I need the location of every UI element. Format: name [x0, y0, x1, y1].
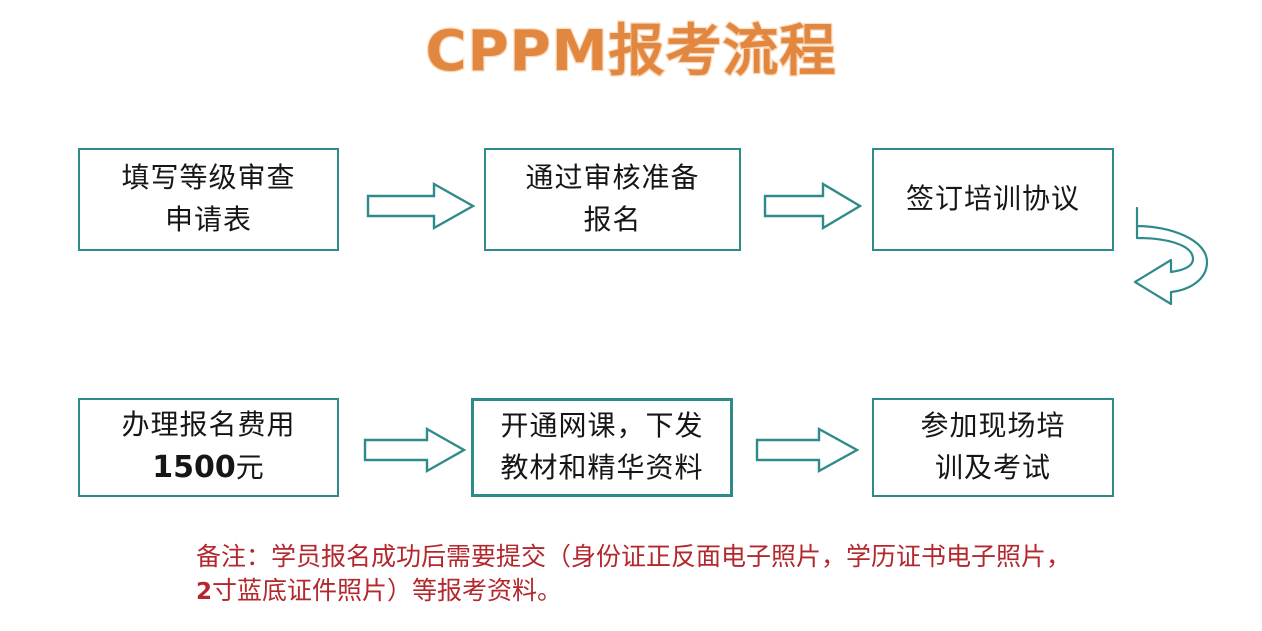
u-turn-arrow-icon: [1133, 206, 1209, 306]
process-box-pass-review-prepare-registration: 通过审核准备 报名: [484, 148, 741, 251]
footer-note-number: 2: [196, 579, 213, 605]
process-box-line: 开通网课，下发: [500, 410, 704, 442]
process-box-text: 签订培训协议: [900, 179, 1086, 221]
process-box-sign-training-agreement: 签订培训协议: [872, 148, 1114, 251]
fee-amount: 1500: [152, 450, 236, 485]
right-arrow-icon: [763, 181, 863, 231]
page-title: CPPM报考流程: [424, 19, 837, 84]
fee-unit: 元: [235, 453, 265, 484]
process-box-line: 办理报名费用: [121, 410, 296, 441]
right-arrow-icon: [366, 181, 476, 231]
process-box-text: 开通网课，下发 教材和精华资料: [494, 406, 709, 490]
right-arrow-icon: [755, 426, 860, 474]
footer-note: 备注：学员报名成功后需要提交（身份证正反面电子照片，学历证书电子照片， 2寸蓝底…: [196, 541, 1096, 609]
process-box-line: 参加现场培: [920, 410, 1066, 442]
process-box-line-amount: 1500元: [121, 447, 295, 490]
process-box-text: 办理报名费用 1500元: [115, 405, 301, 490]
process-box-text: 参加现场培 训及考试: [914, 406, 1071, 490]
footer-note-line-2: 2寸蓝底证件照片）等报考资料。: [196, 575, 1096, 609]
process-box-line: 训及考试: [934, 452, 1051, 484]
process-box-fill-application: 填写等级审查 申请表: [78, 148, 339, 251]
process-box-line: 填写等级审查: [121, 162, 296, 194]
process-box-line: 申请表: [164, 204, 252, 236]
process-box-attend-onsite-training-exam: 参加现场培 训及考试: [872, 398, 1114, 497]
process-box-line: 教材和精华资料: [500, 452, 704, 484]
right-arrow-icon: [363, 426, 467, 474]
process-box-open-online-course-materials: 开通网课，下发 教材和精华资料: [471, 398, 733, 497]
process-box-text: 填写等级审查 申请表: [115, 158, 301, 242]
footer-note-line-2-text: 寸蓝底证件照片）等报考资料。: [212, 578, 563, 605]
footer-note-line-1: 备注：学员报名成功后需要提交（身份证正反面电子照片，学历证书电子照片，: [196, 544, 1072, 571]
process-box-pay-registration-fee: 办理报名费用 1500元: [78, 398, 339, 497]
process-box-line: 签订培训协议: [905, 183, 1080, 215]
process-box-line: 通过审核准备: [525, 162, 700, 194]
process-box-line: 报名: [583, 204, 642, 236]
process-box-text: 通过审核准备 报名: [519, 158, 705, 242]
